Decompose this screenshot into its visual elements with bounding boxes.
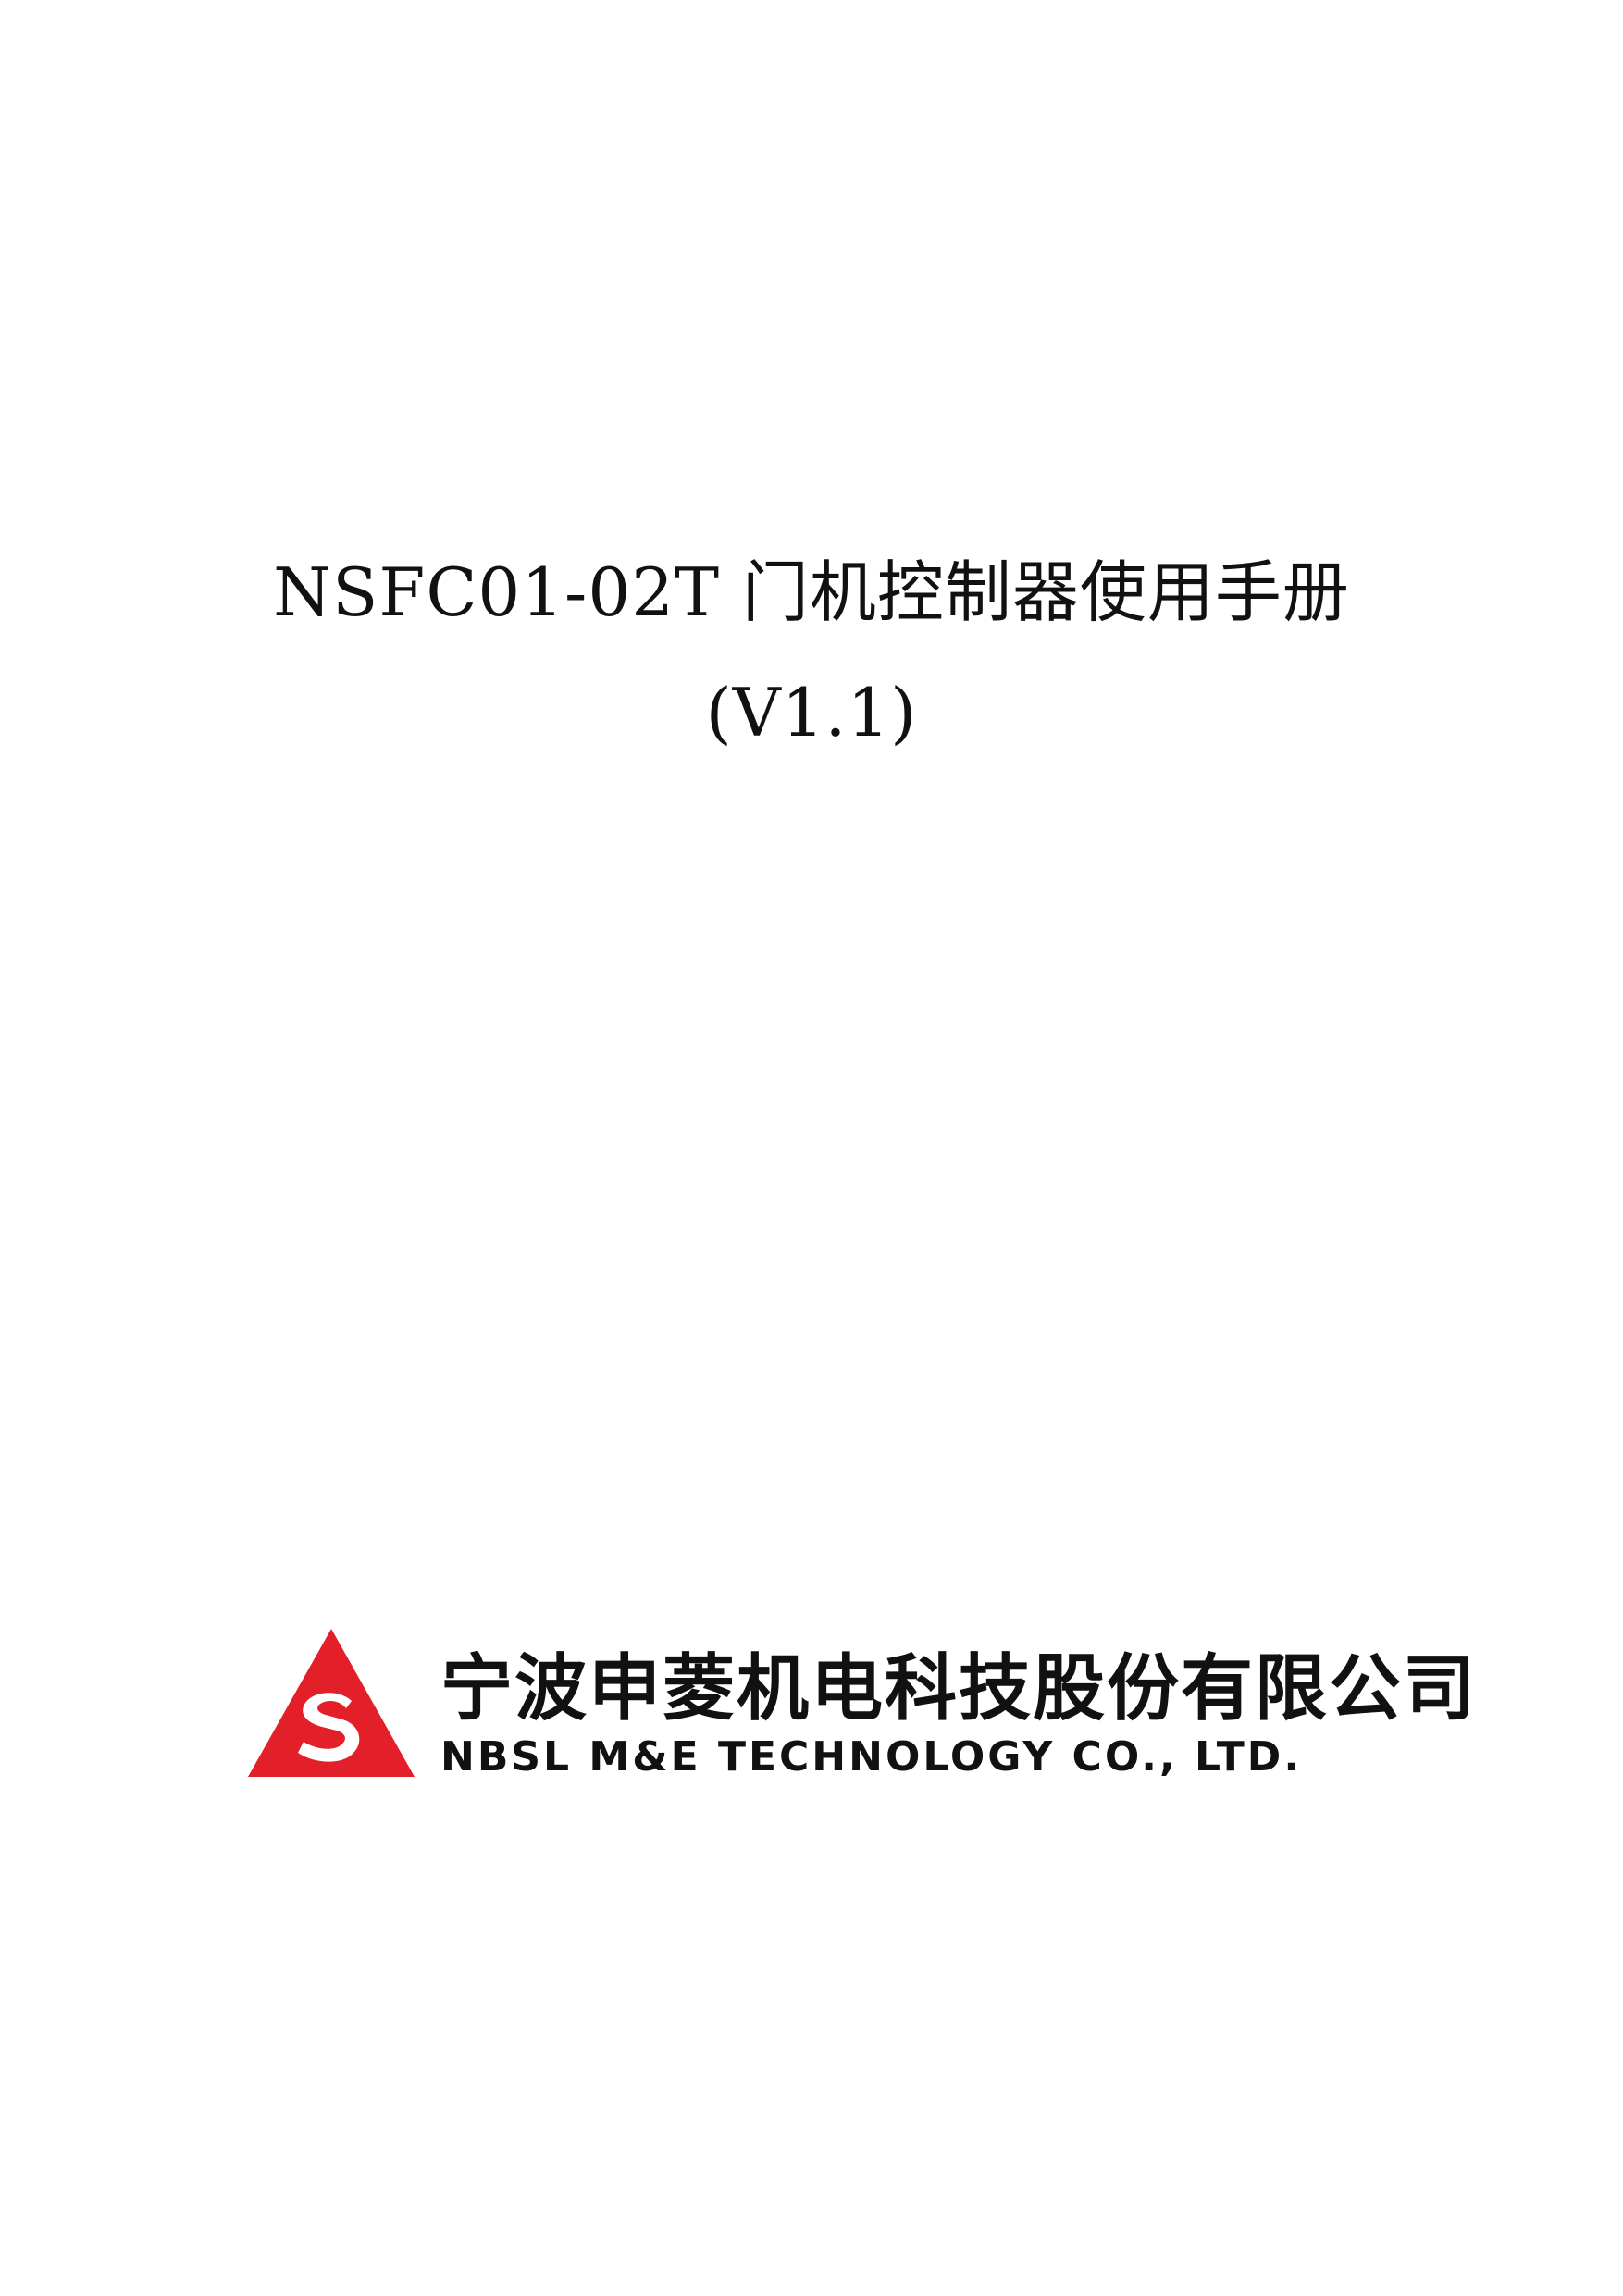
document-title: NSFC01-02T 门机控制器使用手册 bbox=[273, 553, 1350, 631]
company-name-chinese: 宁波申菱机电科技股份有限公司 bbox=[440, 1647, 1478, 1731]
document-version: (V1.1) bbox=[705, 674, 918, 751]
company-logo: 宁波申菱机电科技股份有限公司 NBSL M&E TECHNOLOGY CO., … bbox=[248, 1629, 1475, 1795]
company-logo-triangle-s-icon bbox=[248, 1629, 415, 1777]
company-name-english: NBSL M&E TECHNOLOGY CO., LTD. bbox=[440, 1733, 1303, 1781]
